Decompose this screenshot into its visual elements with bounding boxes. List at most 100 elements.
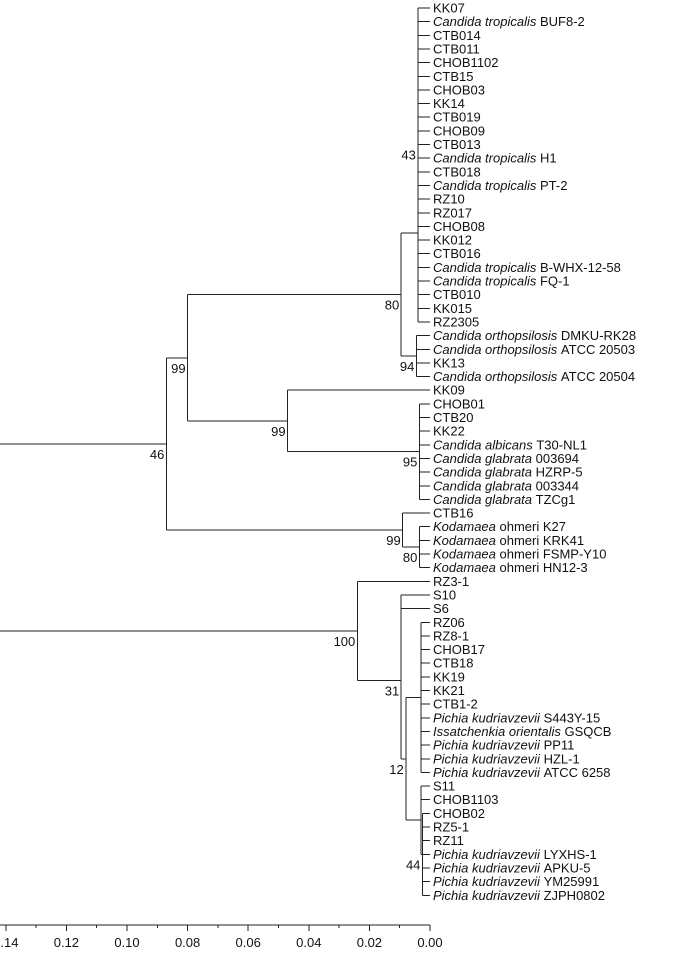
bootstrap-value: 80 [403,550,417,565]
leaf-label: CHOB1103 [433,792,499,807]
leaf-label: KK13 [433,355,465,370]
leaf-strain: FSMP-Y10 [543,547,607,562]
leaf-strain: TZCg1 [536,492,576,507]
leaf-genus: Kodamaea [433,560,500,575]
leaf-label: RZ5-1 [433,820,469,835]
leaf-label: CHOB01 [433,396,485,411]
bootstrap-value: 44 [406,857,420,872]
leaf-label: CTB1-2 [433,697,478,712]
leaf-strain: LYXHS-1 [544,847,597,862]
leaf-label: Candida orthopsilosis ATCC 20504 [433,369,635,384]
leaf-label: Candida glabrata HZRP-5 [433,465,583,480]
leaf-label: CTB20 [433,410,473,425]
tree-branches [0,7,430,896]
leaf-strain: GSQCB [565,724,612,739]
leaf-label: RZ3-1 [433,574,469,589]
leaf-species: tropicalis [485,178,540,193]
leaf-strain: K27 [543,519,566,534]
leaf-label: KK19 [433,669,465,684]
leaf-label: Candida tropicalis PT-2 [433,178,567,193]
leaf-strain: HN12-3 [543,560,588,575]
axis-tick-label: 0.06 [236,935,261,950]
leaf-label: CHOB1102 [433,55,499,70]
leaf-label: KK012 [433,233,472,248]
leaf-label: RZ10 [433,192,465,207]
leaf-strain: ATCC 6258 [544,765,611,780]
leaf-label: CTB010 [433,287,481,302]
leaf-genus: Pichia [433,765,472,780]
leaf-strain: FQ-1 [540,274,570,289]
leaf-strain: PT-2 [540,178,567,193]
leaf-species: kudriavzevii [472,847,544,862]
leaf-label: Candida tropicalis FQ-1 [433,274,570,289]
leaf-genus: Kodamaea [433,519,500,534]
leaf-genus: Pichia [433,738,472,753]
leaf-label: CHOB17 [433,642,485,657]
leaf-species: tropicalis [485,14,540,29]
leaf-label: KK07 [433,1,465,16]
leaf-label: Pichia kudriavzevii YM25991 [433,874,599,889]
leaf-species: albicans [485,437,536,452]
leaf-strain: DMKU-RK28 [561,328,636,343]
axis-tick-label: 0.10 [114,935,139,950]
leaf-strain: KRK41 [543,533,584,548]
leaf-genus: Kodamaea [433,533,500,548]
leaf-label: Pichia kudriavzevii HZL-1 [433,751,580,766]
leaf-strain: YM25991 [544,874,600,889]
leaf-species: glabrata [485,492,536,507]
leaf-strain: HZRP-5 [536,465,583,480]
leaf-strain: S443Y-15 [544,710,601,725]
bootstrap-value: 46 [150,447,164,462]
bootstrap-value: 31 [385,683,399,698]
leaf-label: Pichia kudriavzevii APKU-5 [433,860,591,875]
leaf-genus: Pichia [433,860,472,875]
leaf-genus: Candida [433,369,485,384]
leaf-label: Kodamaea ohmeri KRK41 [433,533,584,548]
leaf-label: KK22 [433,424,465,439]
leaf-label: CTB016 [433,246,481,261]
leaf-label: Issatchenkia orientalis GSQCB [433,724,611,739]
leaf-label: Pichia kudriavzevii LYXHS-1 [433,847,597,862]
leaf-label: Kodamaea ohmeri HN12-3 [433,560,588,575]
leaf-species: kudriavzevii [472,860,544,875]
leaf-species: kudriavzevii [472,710,544,725]
leaf-genus: Pichia [433,710,472,725]
leaf-label: Candida tropicalis BUF8-2 [433,14,585,29]
leaf-strain: ATCC 20503 [561,342,635,357]
leaf-strain: 003694 [536,451,579,466]
leaf-genus: Candida [433,178,485,193]
bootstrap-value: 99 [271,424,285,439]
leaf-label: KK14 [433,96,465,111]
leaf-genus: Pichia [433,888,472,903]
leaf-species: orthopsilosis [485,328,561,343]
leaf-label: Candida orthopsilosis DMKU-RK28 [433,328,636,343]
leaf-label: CTB013 [433,137,481,152]
leaf-species: ohmeri [500,519,543,534]
leaf-species: kudriavzevii [472,765,544,780]
leaf-species: glabrata [485,478,536,493]
leaf-genus: Candida [433,465,485,480]
leaf-species: tropicalis [485,151,540,166]
leaf-species: kudriavzevii [472,738,544,753]
bootstrap-value: 80 [385,298,399,313]
leaf-genus: Pichia [433,751,472,766]
leaf-label: CTB15 [433,69,473,84]
leaf-strain: HZL-1 [544,751,580,766]
bootstrap-value: 94 [400,359,414,374]
leaf-species: ohmeri [500,533,543,548]
axis-tick-label: 0.02 [357,935,382,950]
leaf-species: glabrata [485,465,536,480]
leaf-genus: Candida [433,451,485,466]
leaf-label: Candida albicans T30-NL1 [433,437,587,452]
leaf-label: CHOB02 [433,806,485,821]
leaf-label: RZ2305 [433,314,479,329]
leaf-strain: T30-NL1 [536,437,587,452]
leaf-strain: ZJPH0802 [544,888,605,903]
leaf-genus: Candida [433,260,485,275]
leaf-species: tropicalis [485,274,540,289]
leaf-label: Candida tropicalis B-WHX-12-58 [433,260,621,275]
axis-tick-label: 0.12 [54,935,79,950]
leaf-genus: Kodamaea [433,547,500,562]
